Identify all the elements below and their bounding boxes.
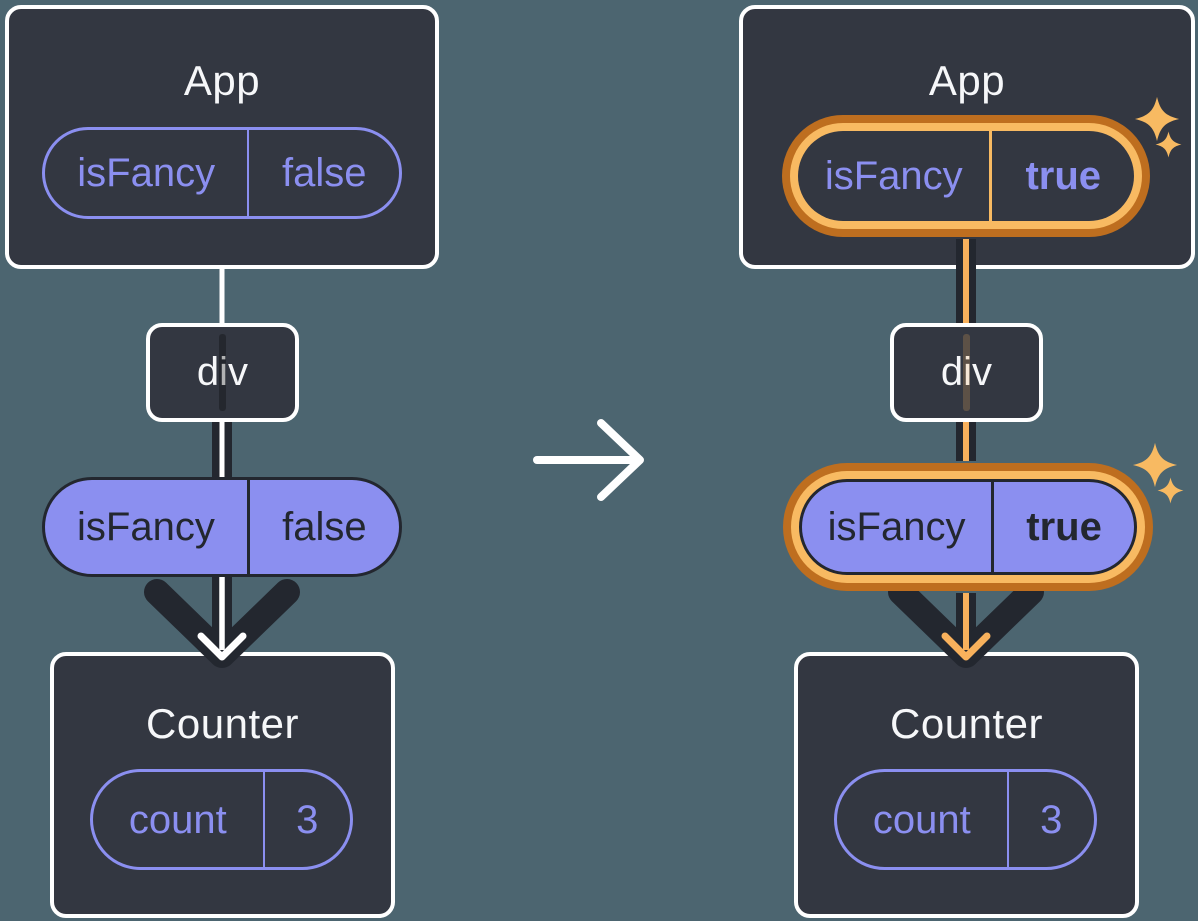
prop-flow-stripe xyxy=(219,334,226,411)
highlight-ring: isFancy true xyxy=(791,471,1145,583)
app-prop-pill-after: isFancy true xyxy=(798,131,1134,221)
app-card-before: App isFancy false xyxy=(5,5,439,269)
div-node-after: div xyxy=(890,323,1043,422)
app-prop-pill-before: isFancy false xyxy=(42,127,402,219)
sparkle-icon xyxy=(1157,477,1184,504)
counter-state-pill-after: count 3 xyxy=(834,769,1097,870)
prop-flow-stripe xyxy=(963,334,970,411)
app-title: App xyxy=(928,57,1006,104)
passed-prop-pill-before: isFancy false xyxy=(42,477,402,577)
state-name: count xyxy=(872,797,971,842)
state-value: 3 xyxy=(1006,772,1094,867)
left-arrowhead-icon xyxy=(144,579,300,668)
prop-value: true xyxy=(989,131,1134,221)
counter-title: Counter xyxy=(890,700,1043,747)
div-node-before: div xyxy=(146,323,299,422)
passed-prop-pill-after-highlight: isFancy true xyxy=(783,463,1153,591)
app-card-after: App isFancy true xyxy=(739,5,1195,269)
sparkle-icon xyxy=(1134,96,1180,142)
div-label: div xyxy=(196,350,249,394)
sparkle-icon xyxy=(1155,131,1182,158)
prop-value: true xyxy=(991,482,1134,572)
prop-name: isFancy xyxy=(77,151,216,195)
counter-title: Counter xyxy=(146,700,299,747)
app-title: App xyxy=(183,57,261,104)
counter-card-before: Counter count 3 xyxy=(50,652,395,918)
prop-name: isFancy xyxy=(827,505,966,549)
right-arrowhead-icon xyxy=(888,579,1044,668)
counter-card-after: Counter count 3 xyxy=(794,652,1139,918)
app-prop-pill-after-highlight: isFancy true xyxy=(782,115,1150,237)
state-value: 3 xyxy=(262,772,350,867)
prop-value: false xyxy=(246,480,399,574)
counter-state-pill-before: count 3 xyxy=(90,769,353,870)
transition-arrow-icon xyxy=(533,419,644,501)
passed-prop-pill-after: isFancy true xyxy=(799,479,1137,575)
state-name: count xyxy=(128,797,227,842)
highlight-ring: isFancy true xyxy=(790,123,1142,229)
div-label: div xyxy=(940,350,993,394)
prop-value: false xyxy=(247,130,399,216)
prop-name: isFancy xyxy=(824,154,963,198)
sparkle-icon xyxy=(1132,442,1178,488)
prop-name: isFancy xyxy=(77,505,215,549)
